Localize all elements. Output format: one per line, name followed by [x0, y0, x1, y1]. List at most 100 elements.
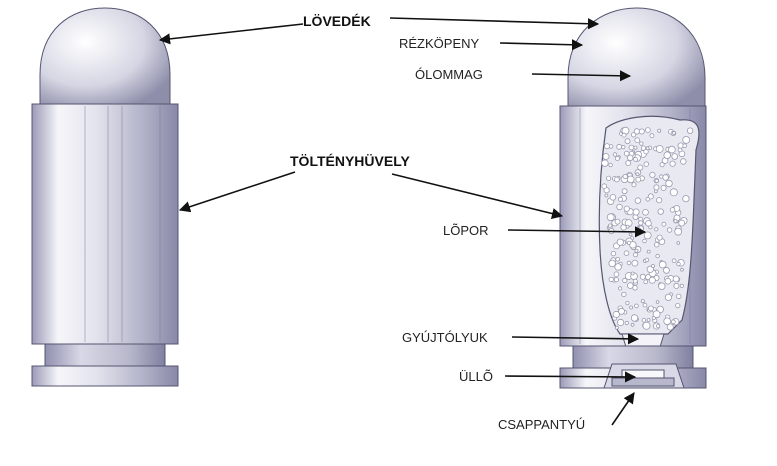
powder-grain — [618, 307, 625, 315]
label-gunpowder: LÕPOR — [443, 223, 489, 238]
powder-grain — [648, 305, 654, 312]
powder-grain — [605, 175, 612, 181]
powder-grain — [671, 153, 678, 160]
powder-grain — [682, 143, 687, 149]
powder-grain — [628, 232, 633, 237]
powder-grain — [640, 299, 645, 304]
powder-grain — [645, 127, 651, 133]
powder-grain — [624, 138, 631, 145]
powder-grain — [646, 265, 654, 273]
powder-grain — [638, 220, 644, 226]
powder-grain — [671, 319, 676, 325]
powder-grain — [645, 146, 650, 151]
powder-grain — [626, 282, 634, 289]
left-case-rim — [31, 365, 179, 387]
powder-grain — [661, 221, 667, 227]
powder-grain — [669, 188, 678, 197]
powder-grain — [672, 131, 676, 135]
powder-grain — [649, 171, 656, 178]
powder-grain — [634, 248, 639, 253]
powder-grain — [669, 160, 676, 167]
label-flash-hole: GYÚJTÓLYUK — [402, 330, 488, 345]
powder-grain — [676, 261, 681, 267]
powder-grain — [655, 300, 660, 304]
powder-grain — [634, 197, 642, 204]
powder-grain — [637, 164, 644, 171]
powder-grain — [645, 220, 652, 227]
powder-grain — [656, 234, 663, 241]
powder-grain — [668, 145, 676, 154]
powder-grain — [625, 160, 632, 167]
powder-grain — [665, 179, 673, 188]
powder-grain — [634, 227, 643, 235]
powder-grain — [663, 151, 671, 159]
label-cartridge-case: TÖLTÉNYHÜVELY — [290, 153, 410, 169]
arrow-case-right — [391, 173, 564, 220]
powder-grain — [633, 252, 639, 258]
arrow-gunpowder — [507, 226, 647, 238]
powder-grain — [622, 277, 628, 284]
powder-grain — [626, 175, 635, 184]
powder-grain — [614, 218, 621, 225]
powder-grain — [633, 145, 638, 150]
powder-grain — [682, 195, 690, 203]
powder-grain — [643, 279, 648, 285]
label-anvil: ÜLLÕ — [459, 369, 493, 384]
labels: LÖVEDÉK RÉZKÖPENY ÓLOMMAG TÖLTÉNYHÜVELY … — [290, 13, 585, 432]
powder-grain — [630, 271, 635, 276]
left-case-extractor-groove — [44, 343, 166, 367]
powder-grain — [616, 143, 623, 150]
powder-grain — [649, 133, 655, 139]
arrow-copper-jacket — [499, 39, 584, 51]
arrow-primer — [611, 392, 635, 426]
left-bullet-nose — [39, 7, 171, 106]
powder-grain — [616, 238, 624, 246]
arrow-bullet-right — [389, 17, 600, 30]
powder-grain — [630, 132, 637, 138]
powder-grain — [632, 278, 638, 284]
powder-grain — [612, 152, 618, 157]
powder-grain — [629, 305, 633, 310]
powder-grain — [659, 162, 665, 168]
powder-grain — [639, 141, 644, 146]
powder-grain — [602, 153, 610, 160]
powder-grain — [613, 277, 619, 283]
powder-grain — [645, 197, 651, 202]
powder-grain — [658, 260, 667, 269]
powder-grain — [657, 128, 662, 133]
powder-grain — [682, 135, 691, 144]
powder-grain — [644, 257, 650, 263]
powder-grain — [660, 184, 667, 191]
powder-grain — [618, 196, 624, 202]
powder-grain — [677, 147, 683, 153]
powder-grain — [642, 321, 651, 330]
powder-grain — [663, 266, 670, 274]
primer-cup — [611, 377, 675, 387]
powder-grain — [638, 128, 645, 135]
label-lead-core: ÓLOMMAG — [415, 67, 483, 82]
powder-grain — [608, 259, 616, 268]
arrow-flash-hole — [511, 333, 640, 345]
powder-grain — [630, 314, 639, 322]
powder-grain — [653, 184, 660, 191]
powder-grain — [608, 223, 613, 228]
powder-grain — [626, 260, 632, 266]
powder-grain — [632, 208, 640, 216]
powder-grain — [648, 276, 656, 284]
powder-grain — [614, 176, 620, 183]
label-primer: CSAPPANTYÚ — [498, 417, 585, 432]
powder-grain — [686, 127, 694, 134]
powder-grain — [616, 318, 625, 327]
powder-grain — [642, 238, 647, 244]
powder-grain — [642, 302, 648, 308]
left-case-body — [31, 103, 179, 345]
powder-grains — [601, 126, 694, 331]
powder-grain — [658, 282, 666, 290]
powder-grain — [631, 259, 639, 267]
powder-grain — [614, 155, 620, 161]
powder-grain — [617, 286, 623, 291]
powder-grain — [643, 161, 649, 167]
powder-grain — [646, 318, 651, 322]
powder-grain — [634, 303, 639, 309]
powder-grain — [656, 197, 663, 204]
